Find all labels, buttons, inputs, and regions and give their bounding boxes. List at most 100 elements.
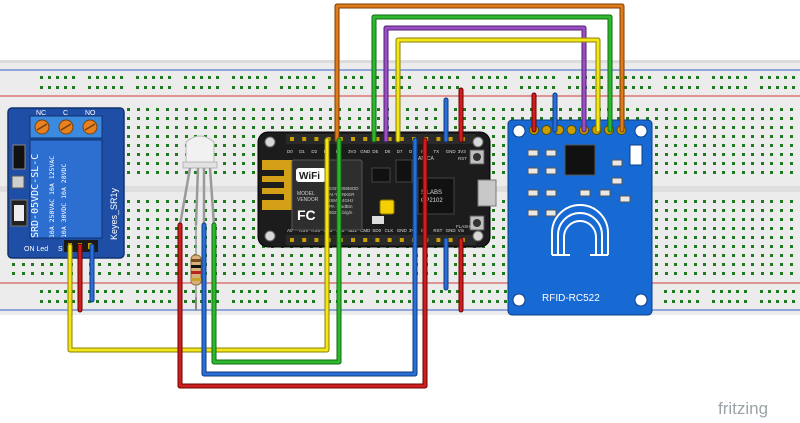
breadboard-hole bbox=[156, 218, 159, 221]
breadboard-hole bbox=[192, 290, 195, 293]
breadboard-hole bbox=[712, 290, 715, 293]
breadboard-hole bbox=[694, 153, 697, 156]
breadboard-hole bbox=[600, 86, 603, 89]
breadboard-hole bbox=[713, 126, 716, 129]
breadboard-hole bbox=[492, 135, 495, 138]
breadboard-hole bbox=[166, 117, 169, 120]
breadboard-hole bbox=[674, 171, 677, 174]
breadboard-hole bbox=[722, 135, 725, 138]
breadboard-hole bbox=[674, 135, 677, 138]
breadboard-hole bbox=[768, 300, 771, 303]
breadboard-hole bbox=[392, 290, 395, 293]
breadboard-hole bbox=[761, 126, 764, 129]
breadboard-hole bbox=[185, 108, 188, 111]
nodemcu-bottom-pin-label: Vin bbox=[458, 228, 465, 233]
breadboard-hole bbox=[406, 254, 409, 257]
breadboard-hole bbox=[175, 117, 178, 120]
breadboard-hole bbox=[684, 135, 687, 138]
breadboard-hole bbox=[31, 272, 34, 275]
breadboard-hole bbox=[406, 117, 409, 120]
breadboard-hole bbox=[646, 108, 649, 111]
breadboard-hole bbox=[713, 135, 716, 138]
breadboard-hole bbox=[310, 126, 313, 129]
breadboard-hole bbox=[502, 135, 505, 138]
breadboard-hole bbox=[156, 144, 159, 147]
breadboard-hole bbox=[655, 272, 658, 275]
breadboard-hole bbox=[761, 171, 764, 174]
breadboard-hole bbox=[576, 86, 579, 89]
nodemcu-top-pin-label: 3V3 bbox=[458, 149, 467, 154]
breadboard-hole bbox=[790, 162, 793, 165]
breadboard-hole bbox=[377, 108, 380, 111]
breadboard-hole bbox=[703, 254, 706, 257]
breadboard-hole bbox=[696, 86, 699, 89]
breadboard-hole bbox=[672, 86, 675, 89]
breadboard-hole bbox=[146, 200, 149, 203]
breadboard-hole bbox=[425, 126, 428, 129]
breadboard-hole bbox=[473, 117, 476, 120]
breadboard-hole bbox=[448, 76, 451, 79]
breadboard-hole bbox=[496, 290, 499, 293]
breadboard-hole bbox=[204, 171, 207, 174]
breadboard-hole bbox=[790, 144, 793, 147]
breadboard-hole bbox=[720, 290, 723, 293]
breadboard-hole bbox=[208, 300, 211, 303]
breadboard-hole bbox=[386, 272, 389, 275]
breadboard-hole bbox=[655, 227, 658, 230]
rfid-smd-pad bbox=[545, 149, 557, 157]
breadboard-hole bbox=[703, 236, 706, 239]
breadboard-hole bbox=[696, 300, 699, 303]
breadboard-hole bbox=[352, 76, 355, 79]
breadboard-hole bbox=[790, 171, 793, 174]
breadboard-hole bbox=[792, 76, 795, 79]
breadboard-hole bbox=[684, 108, 687, 111]
breadboard-hole bbox=[137, 272, 140, 275]
breadboard-hole bbox=[185, 272, 188, 275]
breadboard-hole bbox=[761, 272, 764, 275]
breadboard-hole bbox=[348, 263, 351, 266]
breadboard-hole bbox=[761, 218, 764, 221]
breadboard-hole bbox=[328, 76, 331, 79]
breadboard-hole bbox=[146, 108, 149, 111]
breadboard-hole bbox=[233, 162, 236, 165]
breadboard-hole bbox=[780, 126, 783, 129]
breadboard-hole bbox=[223, 108, 226, 111]
breadboard-hole bbox=[569, 117, 572, 120]
breadboard-hole bbox=[502, 200, 505, 203]
breadboard-hole bbox=[185, 117, 188, 120]
breadboard-hole bbox=[728, 300, 731, 303]
breadboard-hole bbox=[252, 126, 255, 129]
breadboard-hole bbox=[146, 218, 149, 221]
breadboard-hole bbox=[751, 135, 754, 138]
breadboard-hole bbox=[440, 300, 443, 303]
breadboard-hole bbox=[732, 117, 735, 120]
breadboard-hole bbox=[204, 200, 207, 203]
breadboard-hole bbox=[264, 76, 267, 79]
breadboard-hole bbox=[751, 227, 754, 230]
breadboard-hole bbox=[118, 272, 121, 275]
breadboard-hole bbox=[216, 86, 219, 89]
breadboard-hole bbox=[175, 126, 178, 129]
breadboard-hole bbox=[790, 153, 793, 156]
breadboard-hole bbox=[214, 209, 217, 212]
breadboard-hole bbox=[496, 86, 499, 89]
breadboard-hole bbox=[454, 108, 457, 111]
breadboard-hole bbox=[780, 227, 783, 230]
breadboard-hole bbox=[127, 144, 130, 147]
breadboard-hole bbox=[680, 300, 683, 303]
breadboard-hole bbox=[761, 117, 764, 120]
breadboard-hole bbox=[742, 263, 745, 266]
breadboard-hole bbox=[185, 171, 188, 174]
breadboard-hole bbox=[760, 76, 763, 79]
breadboard-hole bbox=[248, 290, 251, 293]
breadboard-hole bbox=[166, 209, 169, 212]
breadboard-hole bbox=[624, 86, 627, 89]
breadboard-hole bbox=[694, 126, 697, 129]
breadboard-hole bbox=[496, 300, 499, 303]
breadboard-hole bbox=[96, 290, 99, 293]
breadboard-hole bbox=[703, 245, 706, 248]
breadboard-hole bbox=[760, 300, 763, 303]
breadboard-hole bbox=[360, 290, 363, 293]
breadboard-hole bbox=[665, 117, 668, 120]
